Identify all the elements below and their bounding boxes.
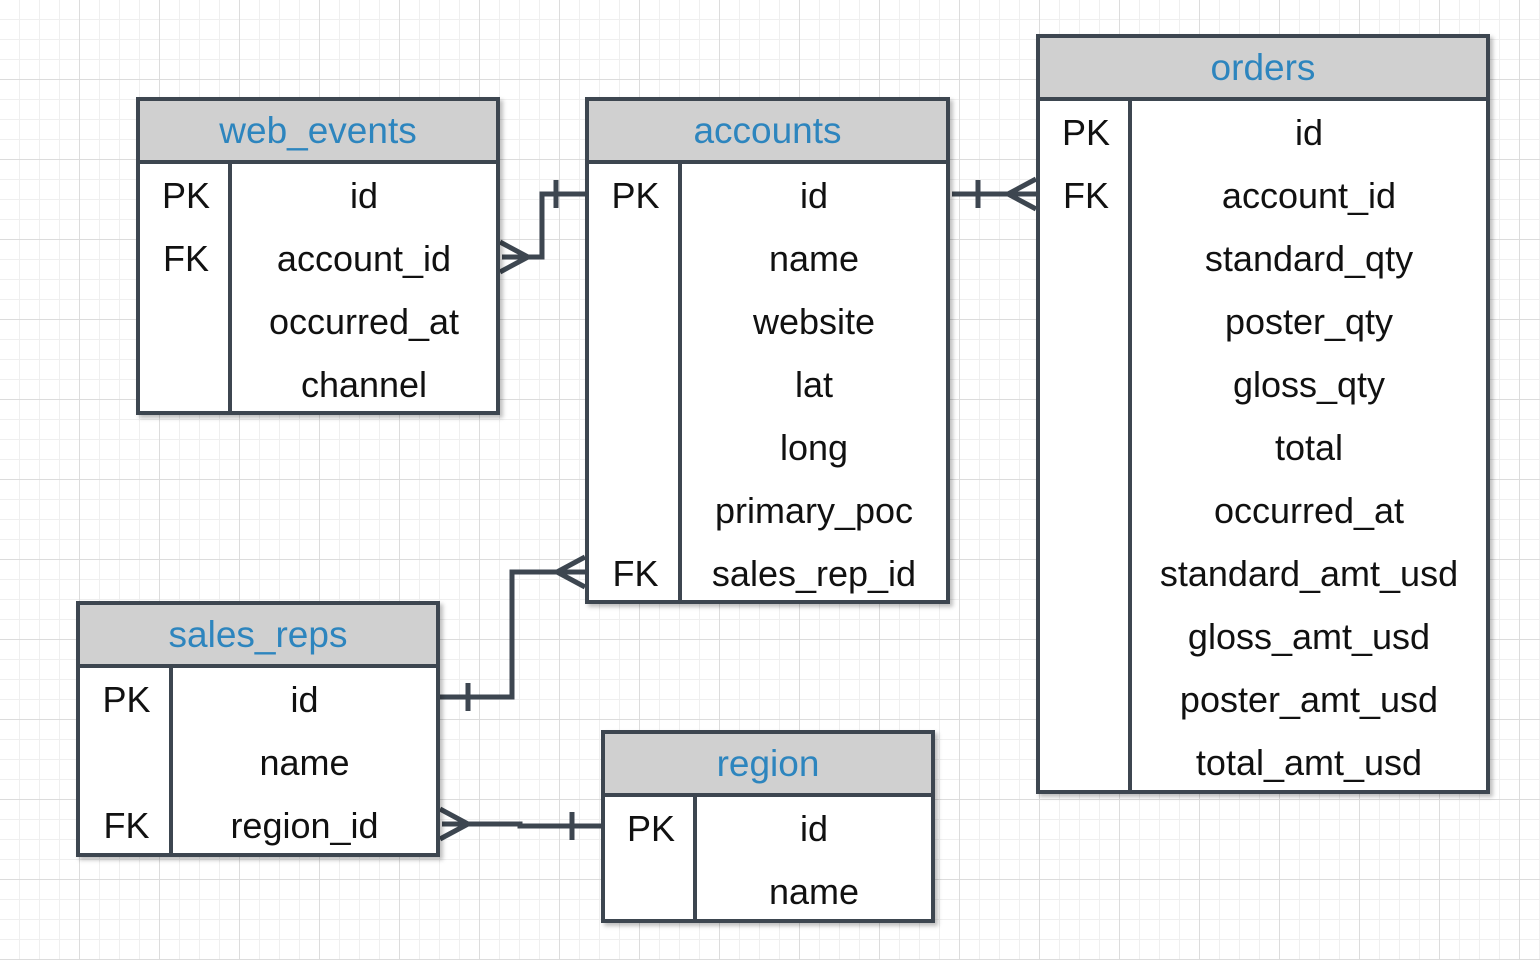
entity-row[interactable]: PK id bbox=[1040, 101, 1486, 164]
entity-accounts[interactable]: accounts PK id name website lat long prim… bbox=[585, 97, 950, 604]
connector-line bbox=[442, 821, 601, 829]
relationship-region-sales-reps bbox=[438, 806, 601, 842]
entity-body: PK id FK account_id standard_qty poster_qt… bbox=[1040, 101, 1486, 790]
attribute-name: gloss_amt_usd bbox=[1187, 615, 1431, 657]
entity-title: sales_reps bbox=[80, 605, 436, 668]
key-column-divider bbox=[140, 164, 232, 411]
entity-row[interactable]: FK sales_rep_id bbox=[589, 542, 946, 605]
entity-row[interactable]: channel bbox=[140, 353, 496, 416]
connector-line bbox=[440, 569, 585, 700]
attribute-name: total_amt_usd bbox=[1195, 741, 1423, 783]
attribute-name: account_id bbox=[276, 237, 452, 279]
entity-row[interactable]: name bbox=[589, 227, 946, 290]
entity-body: PK id name FK region_id bbox=[80, 668, 436, 853]
attribute-name: sales_rep_id bbox=[711, 552, 917, 594]
crows-foot-marker bbox=[1002, 176, 1038, 212]
entity-row[interactable]: poster_qty bbox=[1040, 290, 1486, 353]
relationship-accounts-orders bbox=[952, 176, 1038, 212]
entity-title: orders bbox=[1040, 38, 1486, 101]
entity-sales-reps[interactable]: sales_reps PK id name FK region_id bbox=[76, 601, 440, 857]
attribute-name: primary_poc bbox=[714, 489, 914, 531]
attribute-name: account_id bbox=[1221, 174, 1397, 216]
key-label: FK bbox=[162, 237, 209, 279]
entity-row[interactable]: FK account_id bbox=[140, 227, 496, 290]
key-label: FK bbox=[103, 804, 150, 846]
key-column-divider bbox=[1040, 101, 1132, 790]
entity-row[interactable]: gloss_amt_usd bbox=[1040, 605, 1486, 668]
entity-row[interactable]: PK id bbox=[589, 164, 946, 227]
attribute-name: id bbox=[799, 807, 829, 849]
entity-row[interactable]: gloss_qty bbox=[1040, 353, 1486, 416]
entity-row[interactable]: standard_qty bbox=[1040, 227, 1486, 290]
entity-row[interactable]: PK id bbox=[605, 797, 931, 860]
key-label: PK bbox=[626, 807, 676, 849]
attribute-name: lat bbox=[794, 363, 834, 405]
entity-row[interactable]: standard_amt_usd bbox=[1040, 542, 1486, 605]
entity-region[interactable]: region PK id name bbox=[601, 730, 935, 923]
entity-title: region bbox=[605, 734, 931, 797]
attribute-name: total bbox=[1274, 426, 1344, 468]
entity-row[interactable]: PK id bbox=[80, 668, 436, 731]
connector-line bbox=[502, 191, 585, 260]
key-label: PK bbox=[611, 174, 660, 216]
attribute-name: website bbox=[752, 300, 876, 342]
entity-title: accounts bbox=[589, 101, 946, 164]
entity-row[interactable]: website bbox=[589, 290, 946, 353]
attribute-name: id bbox=[1294, 111, 1324, 153]
attribute-name: name bbox=[768, 237, 860, 279]
attribute-name: id bbox=[349, 174, 379, 216]
relationship-sales-reps-accounts bbox=[440, 554, 587, 711]
entity-row[interactable]: long bbox=[589, 416, 946, 479]
crows-foot-marker bbox=[438, 806, 474, 842]
entity-body: PK id FK account_id occurred_at channel bbox=[140, 164, 496, 411]
entity-title: web_events bbox=[140, 101, 496, 164]
entity-web-events[interactable]: web_events PK id FK account_id occurred_at… bbox=[136, 97, 500, 415]
attribute-name: long bbox=[779, 426, 849, 468]
entity-row[interactable]: name bbox=[605, 860, 931, 923]
key-label: FK bbox=[1062, 174, 1109, 216]
key-label: FK bbox=[612, 552, 659, 594]
entity-row[interactable]: occurred_at bbox=[140, 290, 496, 353]
attribute-name: name bbox=[259, 741, 350, 783]
entity-row[interactable]: total bbox=[1040, 416, 1486, 479]
relationship-accounts-web-events bbox=[498, 180, 585, 275]
key-label: PK bbox=[102, 678, 151, 720]
attribute-name: standard_amt_usd bbox=[1159, 552, 1459, 594]
entity-row[interactable]: FK region_id bbox=[80, 794, 436, 857]
key-label: PK bbox=[161, 174, 211, 216]
attribute-name: id bbox=[799, 174, 829, 216]
key-column-divider bbox=[589, 164, 682, 600]
attribute-name: region_id bbox=[230, 804, 379, 846]
entity-row[interactable]: lat bbox=[589, 353, 946, 416]
attribute-name: gloss_qty bbox=[1232, 363, 1386, 405]
entity-row[interactable]: name bbox=[80, 731, 436, 794]
entity-row[interactable]: total_amt_usd bbox=[1040, 731, 1486, 794]
crows-foot-marker bbox=[551, 554, 587, 590]
entity-body: PK id name website lat long primary_poc F… bbox=[589, 164, 946, 600]
attribute-name: poster_amt_usd bbox=[1179, 678, 1439, 720]
key-column-divider bbox=[605, 797, 697, 919]
key-column-divider bbox=[80, 668, 173, 853]
attribute-name: name bbox=[768, 870, 860, 912]
entity-row[interactable]: primary_poc bbox=[589, 479, 946, 542]
entity-row[interactable]: poster_amt_usd bbox=[1040, 668, 1486, 731]
crows-foot-marker bbox=[498, 239, 534, 275]
attribute-name: standard_qty bbox=[1204, 237, 1414, 279]
key-label: PK bbox=[1061, 111, 1111, 153]
entity-body: PK id name bbox=[605, 797, 931, 919]
attribute-name: occurred_at bbox=[1213, 489, 1405, 531]
entity-row[interactable]: PK id bbox=[140, 164, 496, 227]
attribute-name: occurred_at bbox=[268, 300, 460, 342]
entity-row[interactable]: FK account_id bbox=[1040, 164, 1486, 227]
attribute-name: channel bbox=[300, 363, 428, 405]
attribute-name: id bbox=[290, 678, 319, 720]
entity-row[interactable]: occurred_at bbox=[1040, 479, 1486, 542]
attribute-name: poster_qty bbox=[1224, 300, 1394, 342]
entity-orders[interactable]: orders PK id FK account_id standard_qty po… bbox=[1036, 34, 1490, 794]
